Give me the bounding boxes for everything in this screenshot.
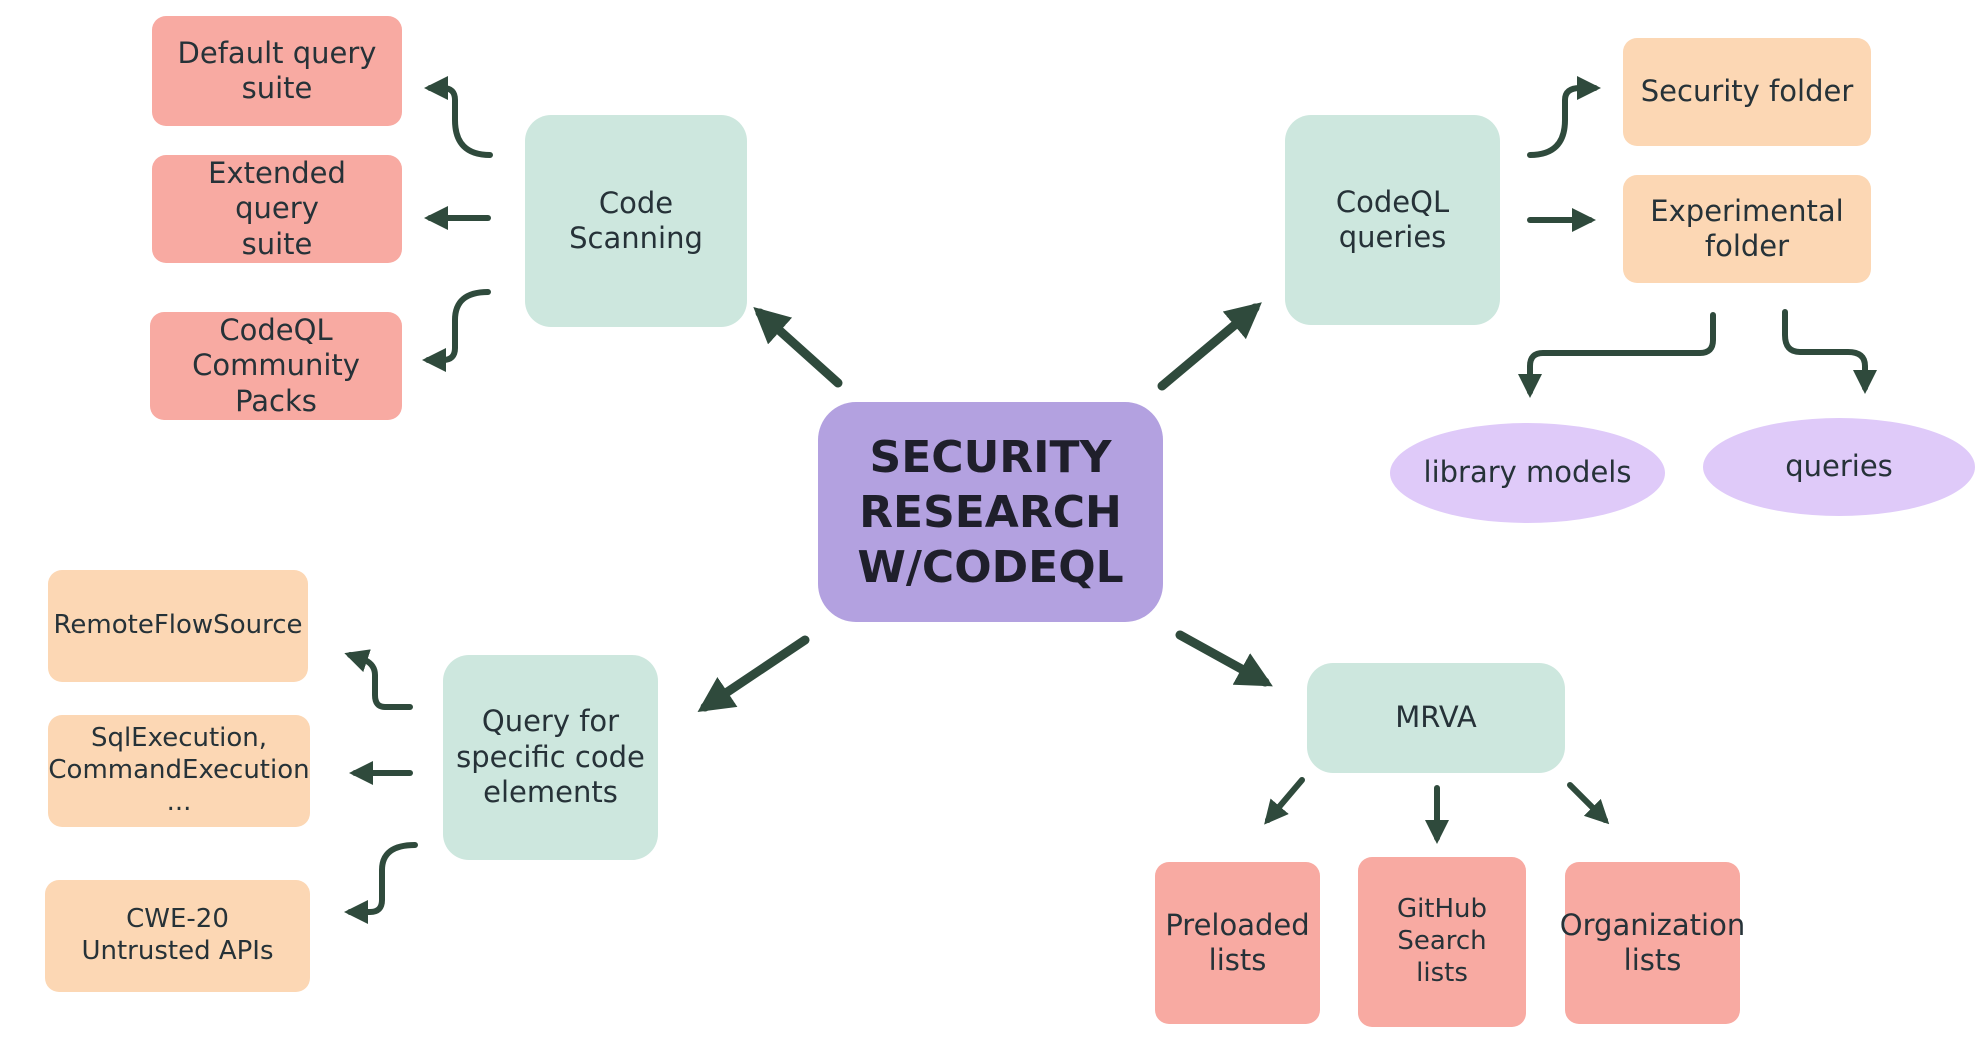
central-node-security-research: SECURITY RESEARCH W/CODEQL <box>818 402 1163 622</box>
code-scanning-node: Code Scanning <box>525 115 747 327</box>
default-query-suite-box: Default query suite <box>152 16 402 126</box>
arrow-center-to-codeql-queries <box>1157 302 1262 391</box>
query-specific-code-elements-node: Query for specific code elements <box>443 655 658 860</box>
preloaded-lists-box: Preloaded lists <box>1155 862 1320 1024</box>
arrow-experimental-to-library-models <box>1518 312 1716 398</box>
arrow-query-specific-to-remoteflowsource <box>344 649 413 710</box>
github-search-lists-box: GitHub Search lists <box>1358 857 1526 1027</box>
arrow-queries-to-security-folder <box>1527 76 1601 158</box>
arrow-query-specific-to-cwe20 <box>344 842 418 924</box>
arrow-mrva-to-preloaded <box>1264 777 1305 825</box>
queries-ellipse: queries <box>1703 418 1975 516</box>
arrow-code-scanning-to-default <box>424 76 493 158</box>
security-folder-box: Security folder <box>1623 38 1871 146</box>
cwe20-untrusted-apis-box: CWE-20 Untrusted APIs <box>45 880 310 992</box>
arrow-center-to-code-scanning <box>753 306 843 388</box>
arrow-mrva-to-organization <box>1567 782 1610 825</box>
extended-query-suite-box: Extended query suite <box>152 155 402 263</box>
arrow-center-to-mrva <box>1175 630 1273 687</box>
codeql-queries-node: CodeQL queries <box>1285 115 1500 325</box>
sqlexecution-commandexecution-box: SqlExecution, CommandExecution ... <box>48 715 310 827</box>
arrow-center-to-query-specific <box>697 635 810 713</box>
library-models-ellipse: library models <box>1390 423 1665 523</box>
organization-lists-box: Organization lists <box>1560 862 1745 1024</box>
mrva-node: MRVA <box>1307 663 1565 773</box>
arrow-code-scanning-to-community <box>422 289 491 372</box>
experimental-folder-box: Experimental folder <box>1623 175 1871 283</box>
codeql-community-packs-box: CodeQL Community Packs <box>150 312 402 420</box>
arrow-experimental-to-queries <box>1782 309 1877 394</box>
remoteflowsource-box: RemoteFlowSource <box>48 570 308 682</box>
